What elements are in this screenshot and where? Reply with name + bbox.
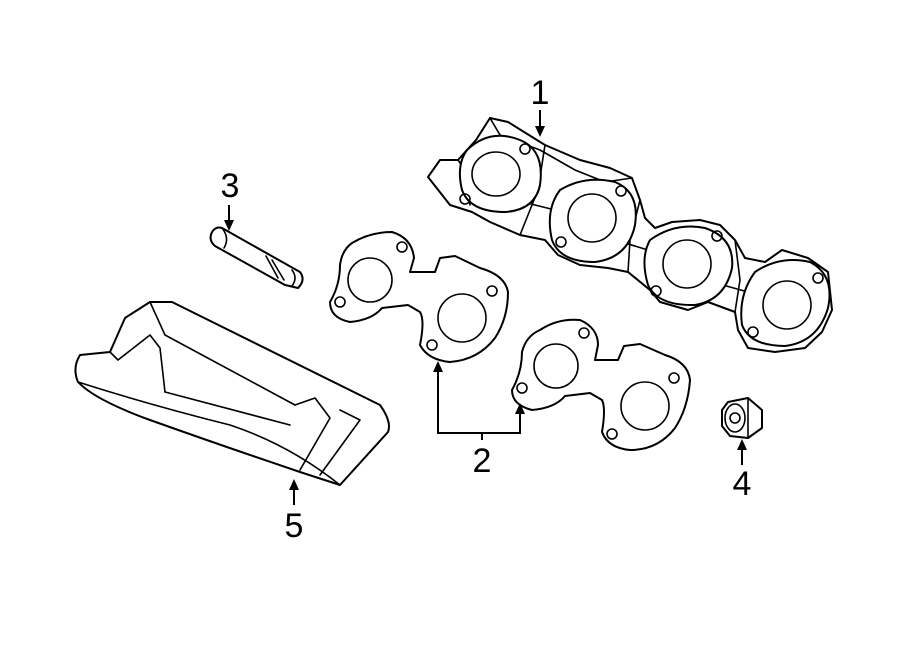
manifold-stud — [209, 226, 304, 289]
exhaust-manifold-gasket-right — [511, 318, 691, 451]
callout-3: 3 — [221, 167, 240, 205]
manifold-heat-shield — [74, 301, 390, 486]
callout-2: 2 — [473, 442, 492, 480]
callout-leaders — [224, 110, 747, 505]
exhaust-manifold — [427, 117, 833, 353]
callout-5: 5 — [285, 507, 304, 545]
exhaust-manifold-gasket-left — [329, 231, 509, 363]
callout-1: 1 — [531, 74, 550, 112]
callout-4: 4 — [733, 465, 752, 503]
manifold-nut — [721, 397, 763, 439]
